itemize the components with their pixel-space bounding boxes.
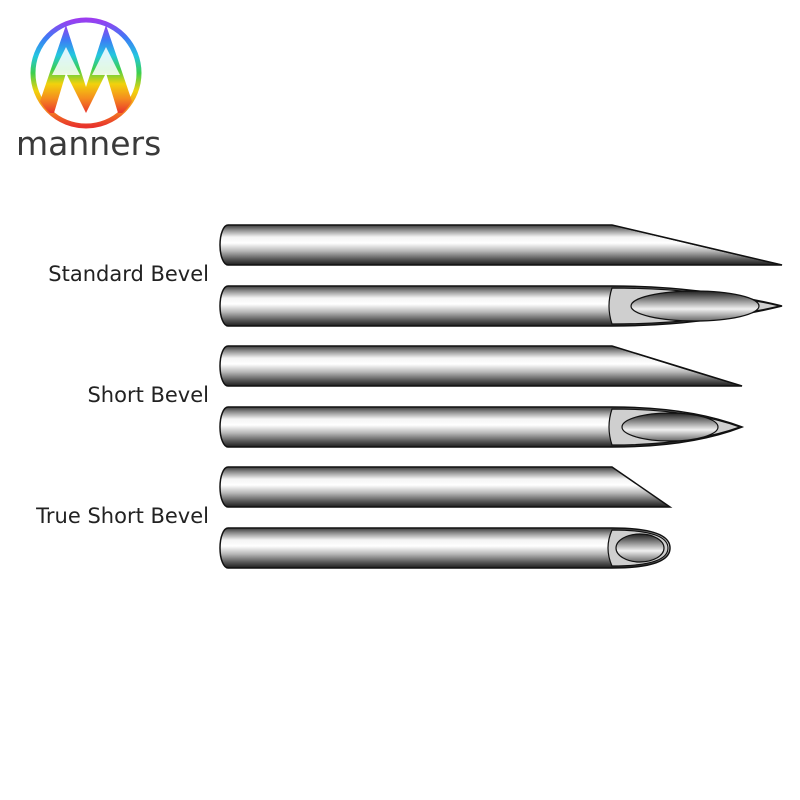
brand-name: manners <box>16 124 162 163</box>
true-short-bevel-side-view-icon <box>219 466 673 508</box>
standard-bevel-top-view-icon <box>219 285 783 327</box>
short-bevel-label: Short Bevel <box>87 383 209 407</box>
rainbow-m-logo-icon <box>30 17 142 129</box>
short-bevel-top-view-icon <box>219 406 745 448</box>
standard-bevel-side-view-icon <box>219 224 783 266</box>
standard-bevel-label: Standard Bevel <box>48 262 209 286</box>
true-short-bevel-top-view-icon <box>219 527 671 569</box>
short-bevel-side-view-icon <box>219 345 743 387</box>
true-short-bevel-label: True Short Bevel <box>36 504 209 528</box>
